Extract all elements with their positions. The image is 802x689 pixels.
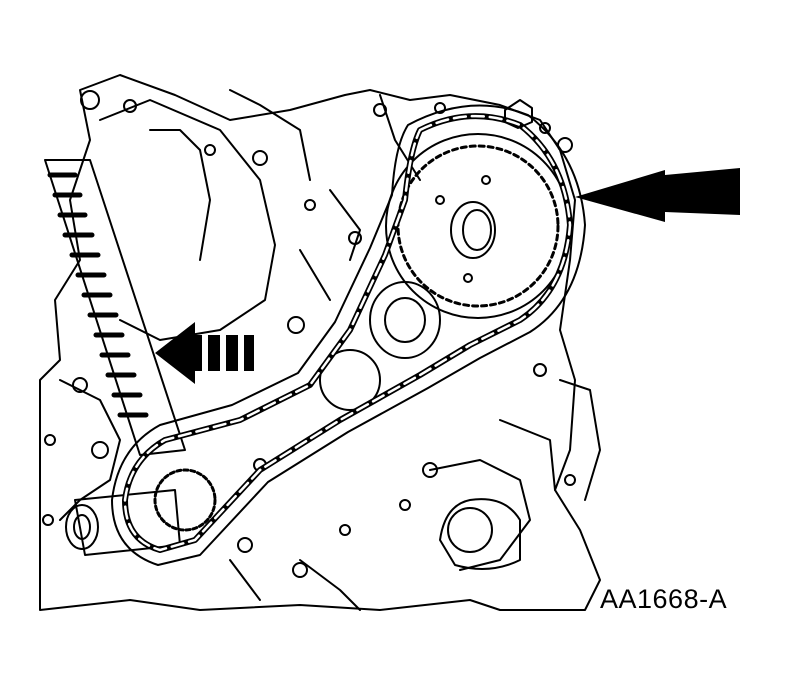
engine-block [39, 74, 601, 611]
arrow-left-dashed-icon [155, 322, 254, 384]
accessory-belt [44, 159, 186, 456]
camshaft-sprocket [385, 133, 571, 319]
crankshaft-sprocket [153, 468, 217, 532]
timing-chain [122, 113, 573, 553]
arrow-left-solid-icon [575, 168, 740, 222]
timing-chain-outer [111, 104, 586, 566]
figure-id-label: AA1668-A [600, 584, 728, 614]
